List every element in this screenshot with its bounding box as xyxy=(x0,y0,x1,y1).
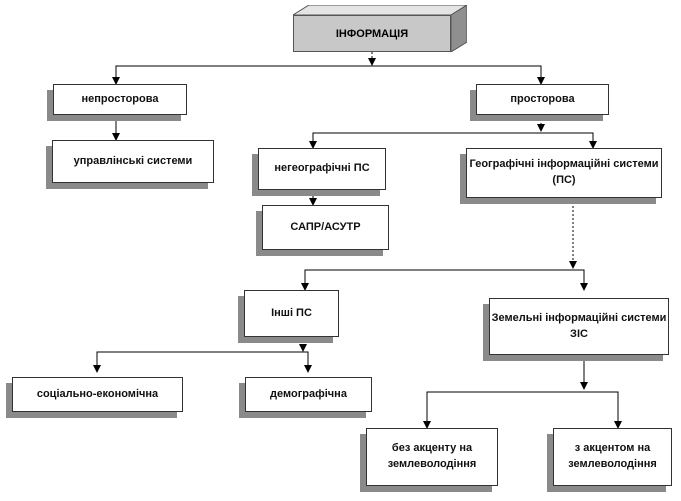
edge-zis-branches xyxy=(426,391,622,429)
node-prostorova-label: просторова xyxy=(510,92,575,105)
node-neprostorova-label: непросторова xyxy=(81,92,159,105)
node-inshi: Інші ПС xyxy=(244,290,339,337)
edge-gis-branches xyxy=(304,269,588,291)
node-socialno-label: соціально-економічна xyxy=(36,387,159,400)
node-negeografichni-label: негеографічні ПС xyxy=(274,162,370,175)
root-node: ІНФОРМАЦІЯ xyxy=(293,5,467,52)
edge-inshi-branches xyxy=(96,351,312,373)
node-zemelni-label: Земельні інформаційні системи ЗІС xyxy=(491,311,667,340)
node-inshi-label: Інші ПС xyxy=(271,306,312,319)
node-geografichni: Географічні інформаційні системи (ПС) xyxy=(466,148,662,198)
edge-root-branches xyxy=(115,65,545,85)
node-sapr: САПР/АСУТР xyxy=(262,205,389,250)
node-geografichni-label: Географічні інформаційні системи (ПС) xyxy=(469,158,659,186)
node-z-aktsentom: з акцентом на землеволодіння xyxy=(553,428,672,486)
node-sapr-label: САПР/АСУТР xyxy=(290,220,361,233)
node-negeografichni: негеографічні ПС xyxy=(258,148,386,190)
root-label: ІНФОРМАЦІЯ xyxy=(293,15,451,52)
node-z-aktsentom-label: з акцентом на землеволодіння xyxy=(568,442,657,470)
node-bez-aktsentu: без акценту на землеволодіння xyxy=(366,428,498,486)
node-upravlinski: управлінські системи xyxy=(52,140,214,183)
root-3d-shape xyxy=(293,5,467,52)
node-socialno: соціально-економічна xyxy=(12,377,183,412)
node-bez-aktsentu-label: без акценту на землеволодіння xyxy=(387,442,477,470)
node-neprostorova: непросторова xyxy=(53,84,187,115)
node-demografichna-label: демографічна xyxy=(270,387,347,400)
edge-prost-branches xyxy=(312,132,597,149)
node-zemelni: Земельні інформаційні системи ЗІС xyxy=(489,298,669,355)
node-prostorova: просторова xyxy=(476,84,609,115)
node-upravlinski-label: управлінські системи xyxy=(73,154,193,167)
node-demografichna: демографічна xyxy=(245,377,372,412)
